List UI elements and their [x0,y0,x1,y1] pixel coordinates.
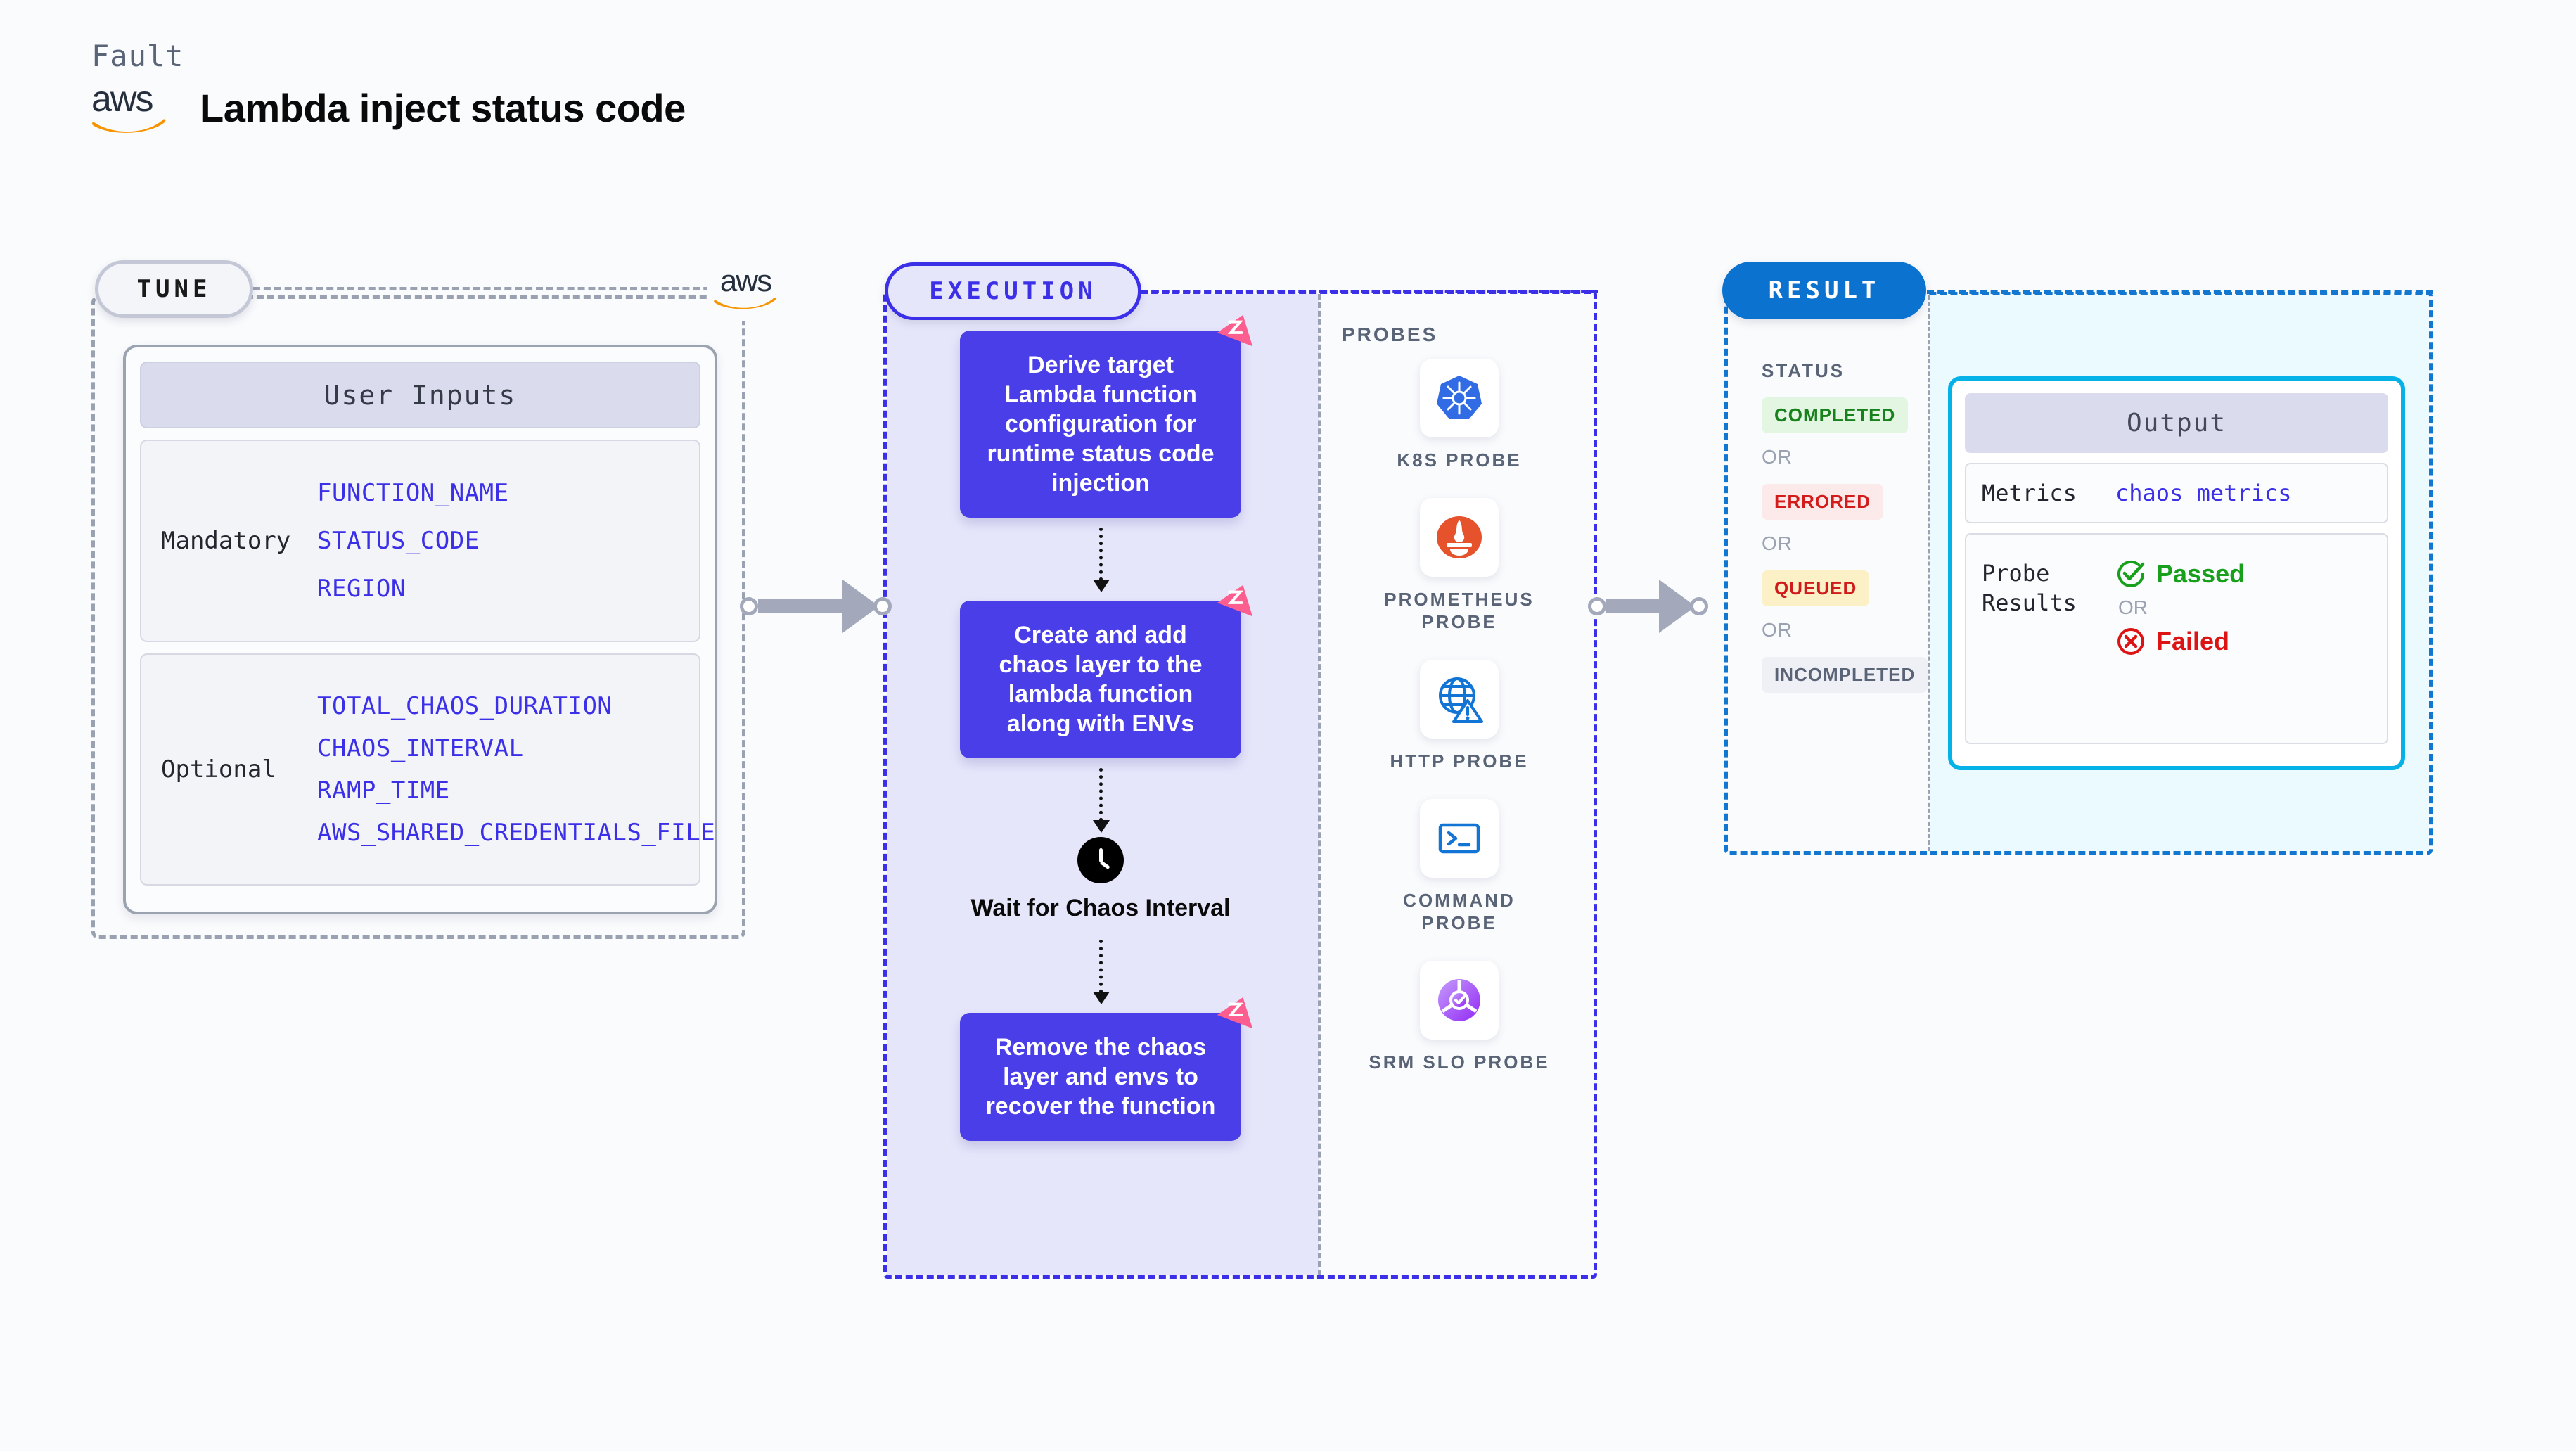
probe-label: HTTP PROBE [1390,750,1529,772]
connector-bar [758,599,842,613]
input-var: REGION [317,575,406,603]
execution-step-1: Derive target Lambda function configurat… [960,314,1252,518]
status-badge-incompleted: INCOMPLETED [1762,657,1928,693]
probe-label: SRM SLO PROBE [1369,1052,1550,1073]
tune-top-dash-line [253,287,731,290]
aws-corner-logo-icon: aws [707,257,784,321]
probe-result-passed: Passed [2115,558,2245,589]
mandatory-label: Mandatory [161,527,291,555]
input-var: AWS_SHARED_CREDENTIALS_FILE [317,819,716,847]
probes-list: K8S PROBE PROMETHEUS PROBE [1364,359,1554,1073]
globe-warning-icon [1420,660,1499,739]
connector-dot [740,597,758,615]
result-pill-label: RESULT [1722,262,1926,319]
probe-result-failed: Failed [2115,626,2245,657]
connector-dot [1588,597,1606,615]
output-metrics-row: Metrics chaos metrics [1965,463,2388,523]
result-divider [1928,295,1930,851]
wait-for-chaos-interval-node: Wait for Chaos Interval [970,837,1231,923]
slo-donut-icon [1420,961,1499,1040]
connector-arrowhead-icon [842,580,879,633]
kubernetes-icon [1420,359,1499,437]
execution-step-2: Create and add chaos layer to the lambda… [960,584,1252,758]
user-inputs-title: User Inputs [140,362,700,428]
failed-label: Failed [2156,627,2230,656]
execution-top-dash-line [1141,290,1598,293]
or-label: OR [1762,446,1793,468]
terminal-icon [1420,799,1499,878]
flow-arrow-down-icon [1092,768,1110,833]
or-label: OR [1762,532,1793,554]
connector-arrowhead-icon [1659,580,1696,633]
fault-label: Fault [91,39,184,73]
page-header: Fault aws Lambda inject status code [91,39,686,133]
output-card: Output Metrics chaos metrics Probe Resul… [1948,376,2405,770]
probe-label: K8S PROBE [1397,449,1522,471]
wait-node-label: Wait for Chaos Interval [970,895,1231,921]
connector-dot [1690,597,1708,615]
probes-title: PROBES [1342,324,1438,345]
input-var: RAMP_TIME [317,776,450,805]
execution-step-3: Remove the chaos layer and envs to recov… [960,997,1252,1141]
litmus-icon [1217,314,1252,347]
probes-body-fill [1319,294,1597,1275]
connector-dot [873,597,892,615]
execution-step-text: Remove the chaos layer and envs to recov… [985,1034,1216,1120]
x-circle-icon [2117,628,2144,655]
execution-step-text: Derive target Lambda function configurat… [987,352,1215,497]
user-inputs-card: User Inputs Mandatory FUNCTION_NAME STAT… [123,345,717,914]
probe-label: COMMAND PROBE [1403,890,1516,933]
connector-bar [1606,599,1659,613]
probe-label: PROMETHEUS PROBE [1384,589,1534,632]
status-column: STATUS COMPLETED OR ERRORED OR QUEUED OR… [1762,360,1930,693]
probe-item-http[interactable]: HTTP PROBE [1364,660,1554,772]
input-var: CHAOS_INTERVAL [317,734,524,762]
or-label: OR [1762,619,1793,641]
litmus-icon [1217,997,1252,1029]
result-top-dash-line [1927,290,2433,294]
tune-section-boundary [91,295,745,939]
tune-pill-label: TUNE [95,260,253,318]
status-title: STATUS [1762,360,1845,381]
passed-label: Passed [2156,559,2245,588]
litmus-icon [1217,584,1252,617]
execution-pill-label: EXECUTION [885,262,1141,320]
probe-item-k8s[interactable]: K8S PROBE [1364,359,1554,471]
execution-step-text: Create and add chaos layer to the lambda… [999,622,1203,737]
optional-label: Optional [161,755,276,784]
aws-logo-icon: aws [91,81,176,133]
flow-arrow-down-icon [1092,940,1110,1004]
input-var: TOTAL_CHAOS_DURATION [317,692,613,720]
probe-item-prometheus[interactable]: PROMETHEUS PROBE [1364,498,1554,633]
execution-flow: Derive target Lambda function configurat… [949,314,1252,1141]
mandatory-inputs-group: Mandatory FUNCTION_NAME STATUS_CODE REGI… [140,440,700,642]
probe-item-command[interactable]: COMMAND PROBE [1364,799,1554,934]
connector-execution-to-result [1588,580,1708,633]
or-label: OR [2118,596,2148,618]
probe-results-label: Probe Results [1982,560,2077,616]
clock-icon [1077,837,1124,883]
metrics-label: Metrics [1982,480,2077,506]
probes-divider [1318,294,1321,1275]
input-var: FUNCTION_NAME [317,479,509,507]
prometheus-icon [1420,498,1499,577]
output-title: Output [1965,393,2388,453]
status-badge-completed: COMPLETED [1762,397,1909,433]
input-var: STATUS_CODE [317,527,480,555]
output-probe-results-row: Probe Results Passed OR Failed [1965,533,2388,744]
check-circle-icon [2117,561,2145,587]
probe-item-srm-slo[interactable]: SRM SLO PROBE [1364,961,1554,1073]
flow-arrow-down-icon [1092,528,1110,592]
page-title: Lambda inject status code [200,85,686,130]
metrics-value: chaos metrics [2115,480,2292,506]
connector-tune-to-execution [740,580,892,633]
status-badge-queued: QUEUED [1762,570,1870,606]
optional-inputs-group: Optional TOTAL_CHAOS_DURATION CHAOS_INTE… [140,653,716,886]
status-badge-errored: ERRORED [1762,484,1884,520]
